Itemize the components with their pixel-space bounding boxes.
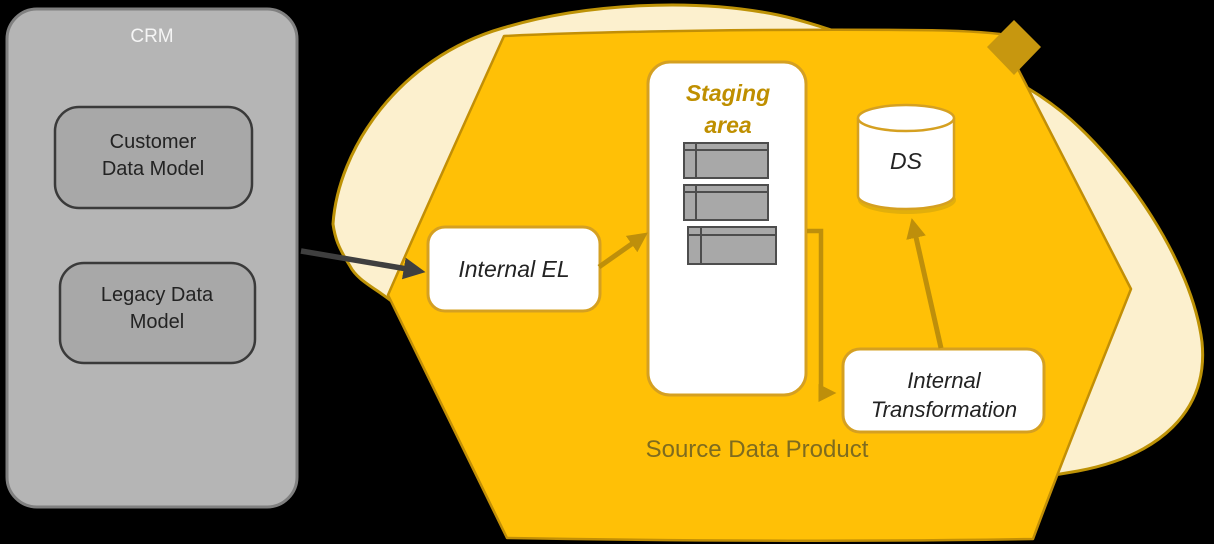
dataset-icon-3 — [687, 226, 777, 265]
internal-transformation-label-line-1: Internal — [907, 368, 981, 393]
legacy-model-label-line-2: Model — [130, 311, 184, 333]
ds-label: DS — [890, 148, 923, 174]
ds-cylinder-icon — [856, 103, 956, 214]
legacy-data-model-box: Legacy Data Model — [58, 261, 257, 365]
dataset-2-rect — [683, 184, 769, 221]
connector-staging-to-transformation — [807, 228, 837, 402]
internal-transformation-box — [841, 347, 1046, 434]
internal-transformation-label-line-2: Transformation — [871, 397, 1017, 422]
dataset-icon-2 — [683, 184, 769, 221]
dataset-icon-1 — [683, 142, 769, 179]
customer-data-model-shape — [53, 105, 254, 210]
customer-model-label-line-2: Data Model — [102, 158, 204, 180]
crm-panel: CRM Customer Data Model Legacy Data Mode… — [5, 7, 299, 509]
cylinder-top — [856, 103, 956, 133]
dataset-1-rect — [683, 142, 769, 179]
source-data-product-label: Source Data Product — [646, 436, 869, 463]
internal-el-label: Internal EL — [458, 256, 569, 282]
dataset-3-rect — [687, 226, 777, 265]
crm-panel-shape — [5, 7, 299, 509]
customer-model-label-line-1: Customer — [110, 131, 197, 153]
arrow-crm-to-internal-el — [300, 248, 426, 280]
arrow-transformation-to-ds — [906, 218, 944, 349]
arrow-internal-el-to-staging — [597, 232, 648, 270]
staging-area-label-line-2: area — [704, 112, 752, 138]
legacy-data-model-shape — [58, 261, 257, 365]
legacy-model-label-line-1: Legacy Data — [101, 284, 214, 306]
diamond-icon — [987, 20, 1041, 75]
customer-data-model-box: Customer Data Model — [53, 105, 254, 210]
crm-title: CRM — [130, 26, 173, 47]
internal-el-box — [426, 225, 602, 313]
cylinder-body — [856, 118, 956, 211]
staging-area-label-line-1: Staging — [686, 80, 770, 106]
